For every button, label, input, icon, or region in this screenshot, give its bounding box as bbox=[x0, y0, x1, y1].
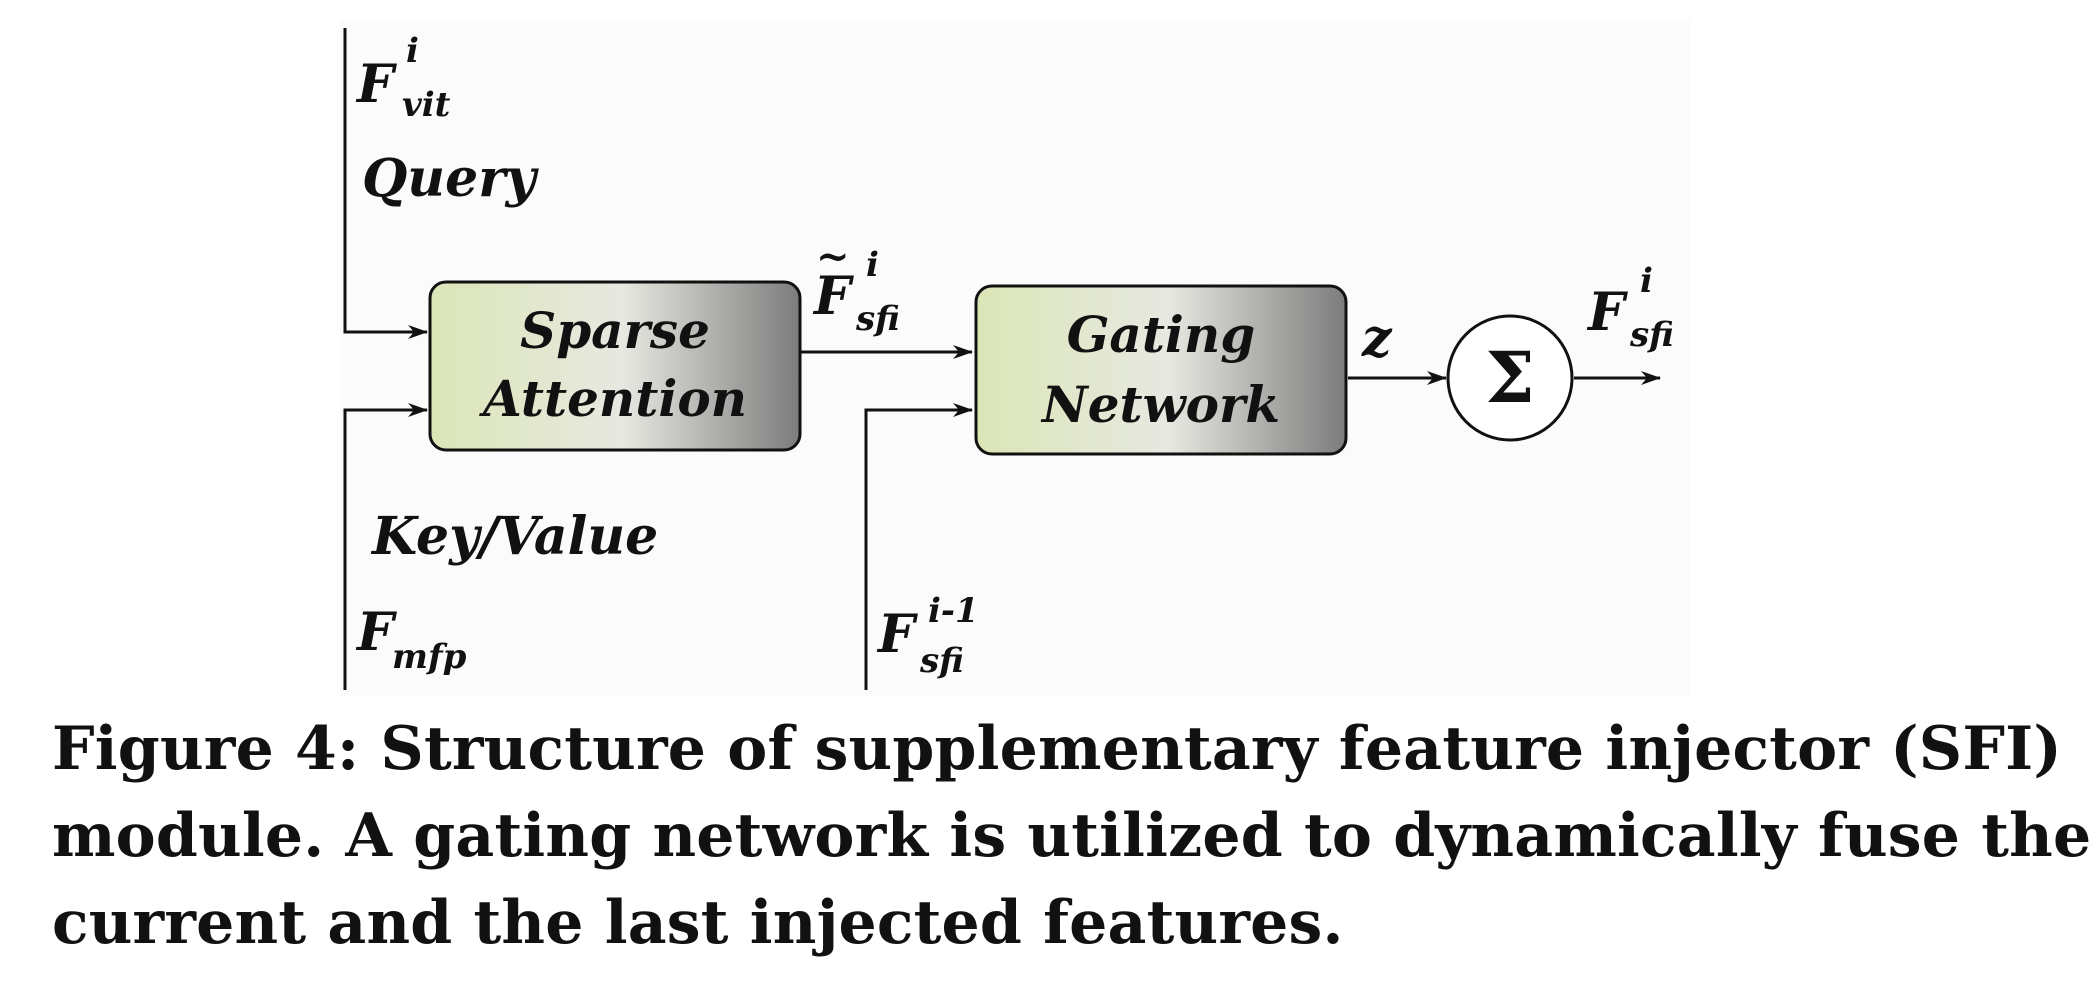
key-value-feature-base: F bbox=[355, 602, 397, 663]
key-value-feature-label: F mfp bbox=[355, 602, 467, 677]
query-label: Query bbox=[362, 148, 540, 209]
gating-network-label-line2: Network bbox=[1040, 375, 1280, 434]
intermediate-feature-tilde: ~ bbox=[816, 233, 850, 280]
caption-line-1: Figure 4: Structure of supplementary fea… bbox=[52, 714, 2062, 784]
key-value-label: Key/Value bbox=[370, 506, 658, 567]
previous-feature-subscript: sfi bbox=[919, 641, 964, 681]
sfi-diagram: Sparse Attention Gating Network Σ F i vi… bbox=[343, 28, 1674, 690]
sparse-attention-block: Sparse Attention bbox=[428, 280, 802, 452]
figure-caption: Figure 4: Structure of supplementary fea… bbox=[52, 706, 2091, 967]
gate-output-label: z bbox=[1361, 308, 1393, 369]
output-feature-base: F bbox=[1586, 282, 1628, 343]
query-arrow bbox=[343, 28, 428, 339]
previous-feature-label: F i-1 sfi bbox=[876, 591, 979, 681]
caption-line-2: module. A gating network is utilized to … bbox=[52, 801, 2091, 871]
output-feature-subscript: sfi bbox=[1629, 315, 1674, 355]
sparse-attention-label-line1: Sparse bbox=[520, 301, 710, 360]
previous-feature-arrow bbox=[864, 403, 973, 690]
intermediate-feature-label: ~ F i sfi bbox=[812, 233, 900, 339]
intermediate-feature-subscript: sfi bbox=[855, 299, 900, 339]
intermediate-feature-superscript: i bbox=[866, 245, 879, 285]
key-value-arrow bbox=[343, 403, 428, 690]
summation-node: Σ bbox=[1446, 314, 1574, 442]
previous-feature-superscript: i-1 bbox=[928, 591, 979, 631]
key-value-feature-subscript: mfp bbox=[392, 637, 467, 677]
previous-feature-base: F bbox=[876, 604, 918, 665]
gating-network-label-line1: Gating bbox=[1067, 305, 1256, 364]
sparse-attention-label-line2: Attention bbox=[479, 369, 747, 428]
caption-line-3: current and the last injected features. bbox=[52, 888, 1344, 958]
output-feature-superscript: i bbox=[1640, 261, 1653, 301]
query-feature-subscript: vit bbox=[402, 85, 451, 125]
output-feature-label: F i sfi bbox=[1586, 261, 1674, 355]
sum-symbol: Σ bbox=[1485, 336, 1535, 419]
query-feature-superscript: i bbox=[406, 31, 419, 71]
intermediate-feature-base: F bbox=[812, 266, 854, 327]
query-feature-base: F bbox=[355, 54, 397, 115]
gating-network-block: Gating Network bbox=[974, 284, 1348, 456]
query-feature-label: F i vit bbox=[355, 31, 451, 125]
